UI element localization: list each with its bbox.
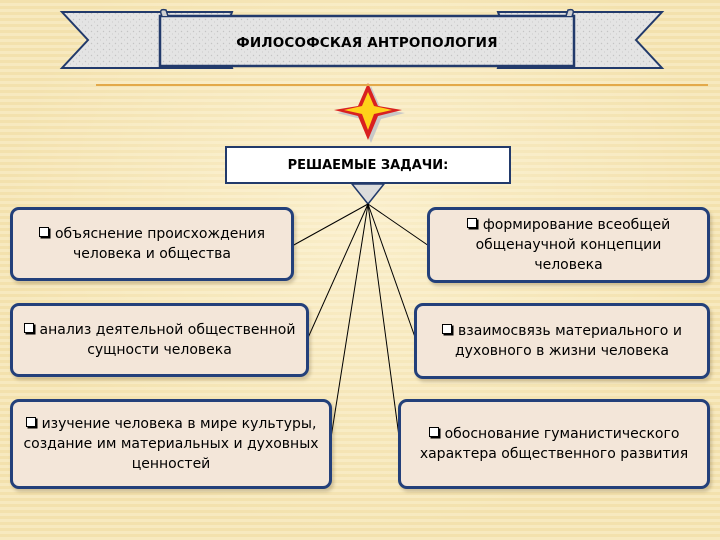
task-card-humanism: обоснование гуманистического характера о… [398, 399, 710, 489]
divider-line [96, 84, 708, 86]
task-text: изучение человека в мире культуры, созда… [23, 416, 319, 472]
task-text: обоснование гуманистического характера о… [419, 426, 689, 462]
task-card-origin: объяснение происхождения человека и обще… [10, 207, 294, 281]
connector-lines [291, 203, 430, 445]
checkbox-bullet-icon [466, 218, 477, 228]
task-card-material-spiritual: взаимосвязь материального и духовного в … [414, 303, 710, 379]
task-card-concept: формирование всеобщей общенаучной концеп… [427, 207, 710, 283]
banner-panel [158, 14, 576, 68]
checkbox-bullet-icon [23, 323, 34, 333]
task-text: взаимосвязь материального и духовного в … [454, 323, 682, 359]
checkbox-bullet-icon [428, 427, 439, 437]
star-icon [334, 83, 405, 143]
task-card-activity: анализ деятельной общественной сущности … [10, 303, 309, 377]
tasks-heading: РЕШАЕМЫЕ ЗАДАЧИ: [225, 146, 511, 184]
task-text: анализ деятельной общественной сущности … [39, 322, 296, 358]
task-text: формирование всеобщей общенаучной концеп… [475, 217, 671, 273]
page-title: ФИЛОСОФСКАЯ АНТРОПОЛОГИЯ [236, 35, 498, 51]
task-text: объяснение происхождения человека и обще… [54, 226, 266, 262]
checkbox-bullet-icon [38, 227, 49, 237]
tasks-arrow [350, 183, 386, 206]
checkbox-bullet-icon [442, 324, 453, 334]
checkbox-bullet-icon [25, 417, 36, 427]
task-card-culture: изучение человека в мире культуры, созда… [10, 399, 332, 489]
